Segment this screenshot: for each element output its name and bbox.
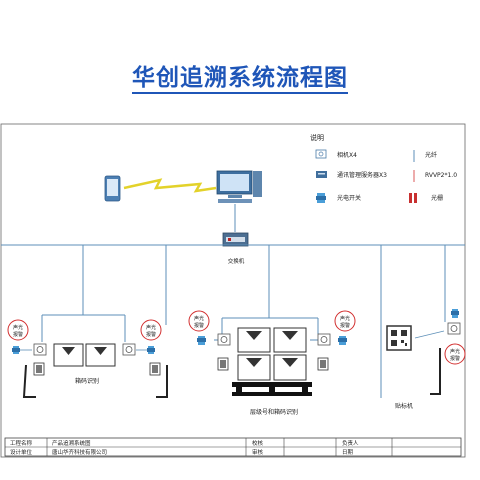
table-cell: 负责人 xyxy=(342,439,359,447)
legend-camera-label: 相机X4 xyxy=(337,151,357,159)
pallet-icon xyxy=(232,382,312,396)
network-lines xyxy=(1,244,465,398)
frame xyxy=(0,123,466,458)
reader-icon xyxy=(149,362,161,376)
table-cell: 产品追溯系统图 xyxy=(52,439,91,447)
svg-text:报警: 报警 xyxy=(194,322,204,329)
table-cell: 唐山华齐科技有限公司 xyxy=(52,448,107,456)
legend: 说明 相机X4 光纤 通讯管理服务器X3 RVVP2*1.0 光电开关 光栅 xyxy=(310,133,457,203)
pallet-station: 层级号和箱码识别 xyxy=(197,327,347,416)
svg-text:声光: 声光 xyxy=(340,315,350,322)
reader-icon xyxy=(317,357,329,371)
table-cell: 校核 xyxy=(252,439,264,447)
svg-text:声光: 声光 xyxy=(146,324,156,331)
computer-icon xyxy=(216,170,262,203)
sensor-icon xyxy=(451,309,459,318)
box-icon xyxy=(53,343,84,367)
svg-text:声光: 声光 xyxy=(194,315,204,322)
table-cell: 审核 xyxy=(252,448,264,456)
reader-icon xyxy=(33,362,45,376)
pallet-id-label: 层级号和箱码识别 xyxy=(250,408,298,416)
diagram-title: 华创追溯系统流程图 xyxy=(0,58,480,94)
camera-icon xyxy=(317,333,331,346)
box-icon xyxy=(85,343,116,367)
legend-cable-label: RVVP2*1.0 xyxy=(425,172,457,179)
svg-text:报警: 报警 xyxy=(340,322,350,329)
switch-label: 交换机 xyxy=(228,257,245,265)
alarm-middle-left: 声光 报警 xyxy=(140,319,162,341)
sensor-icon xyxy=(338,336,347,345)
wireless-link-icon xyxy=(123,178,217,193)
qr-code-icon xyxy=(386,325,412,351)
svg-text:报警: 报警 xyxy=(13,331,23,338)
box-station: 箱码识别 xyxy=(12,343,168,398)
alarm-pallet-right: 声光 报警 xyxy=(334,310,356,332)
reader-icon xyxy=(217,357,229,371)
alarm-left: 声光 报警 xyxy=(7,319,29,341)
legend-server-icon xyxy=(316,171,327,178)
table-cell: 设计单位 xyxy=(10,448,33,456)
legend-curtain-icon xyxy=(409,193,417,203)
legend-sensor-icon xyxy=(316,193,326,203)
svg-text:报警: 报警 xyxy=(450,355,460,362)
labeler-label: 贴标机 xyxy=(395,402,413,410)
stacked-boxes xyxy=(237,327,307,381)
camera-icon xyxy=(33,343,47,356)
labeler-station: 贴标机 xyxy=(386,309,461,410)
camera-icon xyxy=(217,333,231,346)
camera-icon xyxy=(447,322,461,335)
box-id-label: 箱码识别 xyxy=(75,377,99,385)
table-cell: 工程名称 xyxy=(10,439,33,447)
sensor-icon xyxy=(12,346,32,354)
title-block: 工程名称 产品追溯系统图 校核 负责人 设计单位 唐山华齐科技有限公司 审核 日… xyxy=(4,437,462,457)
table-cell: 日期 xyxy=(342,449,354,456)
box-markers xyxy=(246,331,298,367)
svg-text:声光: 声光 xyxy=(13,324,23,331)
alarm-labeler: 声光 报警 xyxy=(444,343,466,365)
labeler-stand xyxy=(430,348,441,395)
switch-icon xyxy=(222,232,249,247)
diagram-title-text: 华创追溯系统流程图 xyxy=(132,65,348,94)
camera-icon xyxy=(122,343,136,356)
svg-text:声光: 声光 xyxy=(450,348,460,355)
legend-sensor-label: 光电开关 xyxy=(337,194,361,202)
sensor-icon xyxy=(197,336,206,345)
legend-fiber-label: 光纤 xyxy=(425,151,437,159)
legend-curtain-label: 光栅 xyxy=(431,194,443,202)
legend-heading: 说明 xyxy=(310,133,324,142)
svg-text:报警: 报警 xyxy=(146,331,156,338)
sensor-icon xyxy=(136,346,155,354)
legend-server-label: 通讯管理服务器X3 xyxy=(337,171,387,179)
phone-icon xyxy=(104,175,121,202)
alarm-pallet-left: 声光 报警 xyxy=(188,310,210,332)
legend-camera-icon xyxy=(315,149,327,159)
